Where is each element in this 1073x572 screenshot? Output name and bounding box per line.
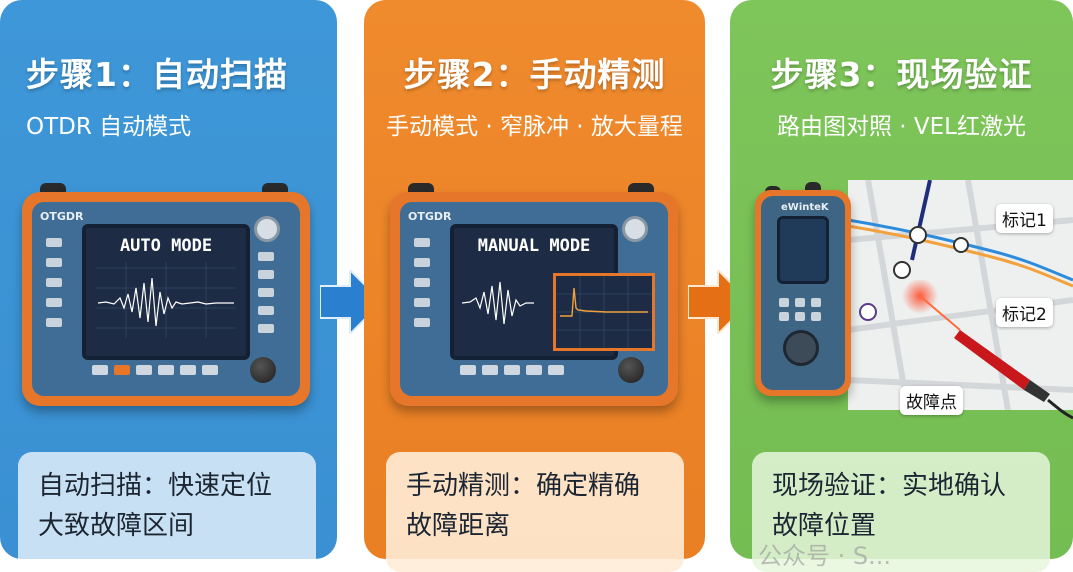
bottom-button[interactable]: [180, 365, 196, 375]
side-button[interactable]: [258, 324, 274, 333]
zoom-waveform-graph: [556, 276, 652, 348]
bottom-button[interactable]: [548, 365, 564, 375]
side-button[interactable]: [46, 278, 62, 287]
otdr-screen: AUTO MODE: [82, 224, 250, 360]
bottom-button[interactable]: [158, 365, 174, 375]
keypad-button[interactable]: [795, 298, 805, 307]
step-1-subtitle: OTDR 自动模式: [26, 114, 192, 140]
step-3-subtitle: 路由图对照 · VEL红激光: [776, 114, 1026, 140]
caption-line: 手动精测：确定精确: [406, 471, 641, 501]
waveform-graph: [461, 281, 534, 325]
side-button[interactable]: [258, 306, 274, 315]
side-button[interactable]: [46, 258, 62, 267]
navigation-pad[interactable]: [783, 330, 819, 366]
waveform-graph: [96, 262, 236, 338]
map-tag-fault: 故障点: [900, 386, 963, 415]
side-button[interactable]: [258, 288, 274, 297]
step-3-caption: 现场验证：实地确认 故障位置: [752, 452, 1050, 572]
bottom-button[interactable]: [482, 365, 498, 375]
keypad-button[interactable]: [811, 312, 821, 321]
power-button[interactable]: [622, 216, 648, 242]
keypad-button[interactable]: [795, 312, 805, 321]
rotary-dial[interactable]: [250, 357, 276, 383]
step-2-subtitle: 手动模式 · 窄脉冲 · 放大量程: [386, 114, 683, 140]
power-button[interactable]: [254, 216, 280, 242]
bottom-button[interactable]: [136, 365, 152, 375]
map-pin-icon: [893, 261, 911, 279]
bottom-button[interactable]: [114, 365, 130, 375]
side-button[interactable]: [414, 278, 430, 287]
side-button[interactable]: [46, 318, 62, 327]
step-2-caption: 手动精测：确定精确 故障距离: [386, 452, 684, 572]
step-3-title: 步骤3：现场验证: [770, 55, 1033, 94]
step-1-title: 步骤1：自动扫描: [26, 55, 288, 94]
keypad-button[interactable]: [779, 312, 789, 321]
map-tag-mark1: 标记1: [996, 204, 1053, 233]
keypad-button[interactable]: [811, 298, 821, 307]
caption-line: 自动扫描：快速定位: [38, 471, 273, 501]
side-button[interactable]: [258, 270, 274, 279]
keypad-button[interactable]: [779, 298, 789, 307]
device-brand: OTGDR: [40, 210, 84, 223]
bottom-button[interactable]: [504, 365, 520, 375]
map-pin-icon: [859, 303, 877, 321]
bottom-button[interactable]: [92, 365, 108, 375]
side-button[interactable]: [414, 238, 430, 247]
bottom-button[interactable]: [526, 365, 542, 375]
caption-line: 大致故障区间: [38, 511, 195, 541]
caption-line: 故障距离: [406, 511, 511, 541]
side-button[interactable]: [46, 298, 62, 307]
side-button[interactable]: [414, 298, 430, 307]
caption-line: 现场验证：实地确认: [772, 471, 1007, 501]
device-brand: OTGDR: [408, 210, 452, 223]
map-pin-icon: [953, 237, 969, 253]
caption-line: 故障位置: [772, 511, 877, 541]
red-laser-pen-icon: [902, 280, 1073, 420]
side-button[interactable]: [414, 318, 430, 327]
rotary-dial[interactable]: [618, 357, 644, 383]
map-pin-icon: [909, 226, 927, 244]
screen-mode-label: MANUAL MODE: [477, 236, 591, 256]
screen-mode-label: AUTO MODE: [119, 236, 213, 256]
step-2-title: 步骤2：手动精测: [403, 55, 666, 94]
bottom-button[interactable]: [202, 365, 218, 375]
watermark: 公众号 · S...: [758, 542, 892, 570]
step-1-caption: 自动扫描：快速定位 大致故障区间: [18, 452, 316, 572]
bottom-button[interactable]: [460, 365, 476, 375]
side-button[interactable]: [258, 252, 274, 261]
map-tag-mark2: 标记2: [996, 298, 1053, 327]
side-button[interactable]: [414, 258, 430, 267]
device-brand: eWinteK: [781, 202, 829, 213]
zoom-inset-panel: [553, 273, 655, 351]
side-button[interactable]: [46, 238, 62, 247]
handheld-screen: [777, 216, 829, 284]
